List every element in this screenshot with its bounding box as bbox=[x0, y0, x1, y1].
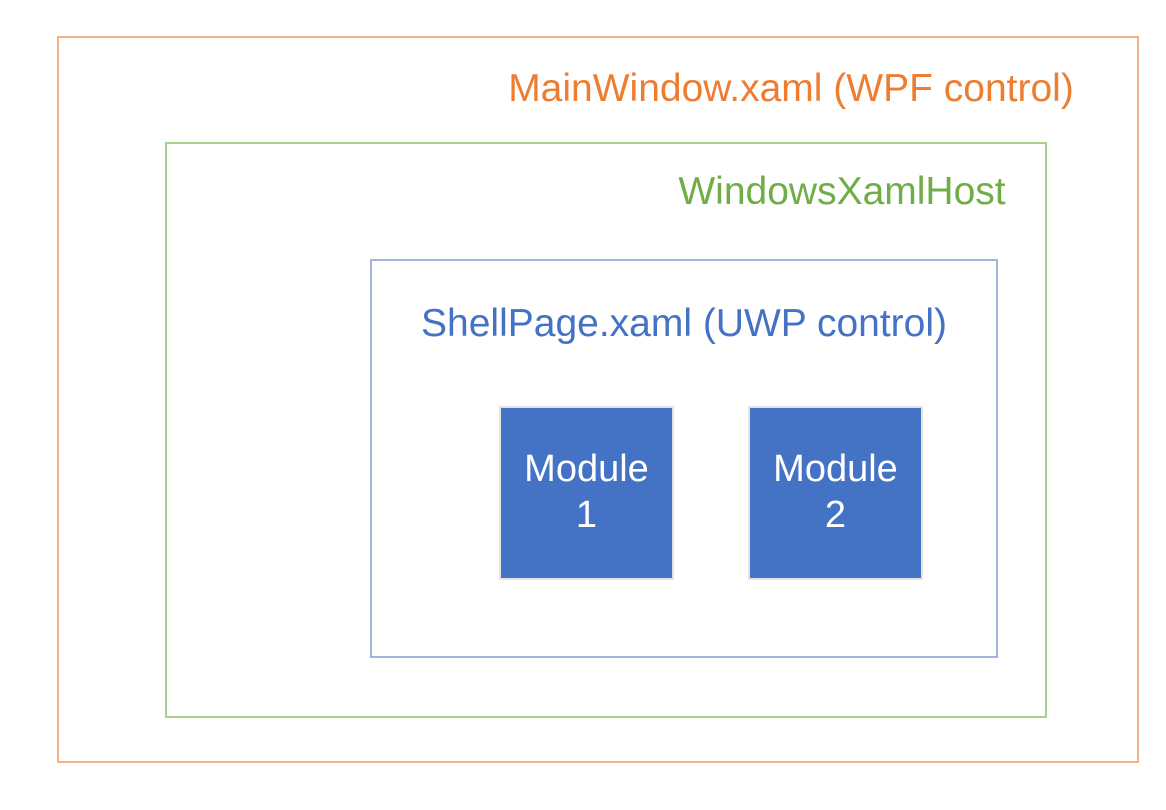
module-1-box: Module 1 bbox=[499, 406, 674, 580]
module-1-label: Module 1 bbox=[524, 448, 649, 536]
shellpage-label: ShellPage.xaml (UWP control) bbox=[421, 302, 947, 345]
windowsxamlhost-box: WindowsXamlHost ShellPage.xaml (UWP cont… bbox=[165, 142, 1047, 718]
mainwindow-label: MainWindow.xaml (WPF control) bbox=[508, 67, 1074, 110]
shellpage-box: ShellPage.xaml (UWP control) Module 1 Mo… bbox=[370, 259, 998, 658]
mainwindow-box: MainWindow.xaml (WPF control) WindowsXam… bbox=[57, 36, 1139, 763]
module-2-box: Module 2 bbox=[748, 406, 923, 580]
windowsxamlhost-label: WindowsXamlHost bbox=[678, 170, 1006, 213]
module-2-label: Module 2 bbox=[773, 448, 898, 536]
